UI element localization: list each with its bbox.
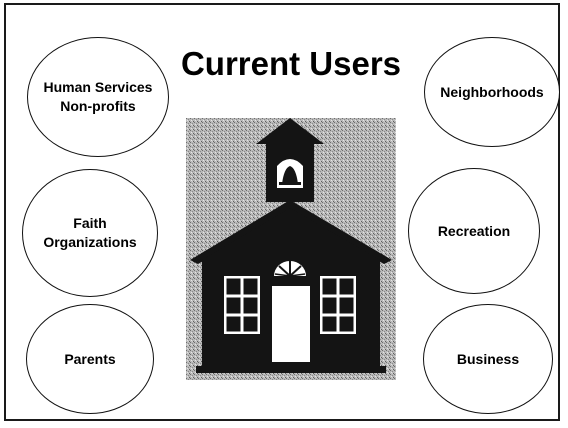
user-group-parents: Parents [26,304,154,414]
left-window [224,276,260,334]
user-group-label: Business [456,350,520,367]
user-group-faith-organizations: Faith Organizations [22,169,158,297]
right-window [320,276,356,334]
user-group-label: Recreation [437,222,511,239]
schoolhouse-illustration [186,118,396,380]
user-group-recreation: Recreation [408,168,540,294]
user-group-label: Faith Organizations [43,215,137,250]
door [272,286,310,362]
user-group-label: Parents [64,350,116,367]
user-group-label: Human Services Non-profits [43,79,153,114]
user-group-human-services: Human Services Non-profits [27,37,169,157]
tower-roof [256,118,324,144]
user-group-label: Neighborhoods [440,83,544,100]
user-group-neighborhoods: Neighborhoods [424,37,560,147]
slide-title: Current Users [180,45,402,82]
user-group-business: Business [423,304,553,414]
bell-icon [282,166,298,184]
